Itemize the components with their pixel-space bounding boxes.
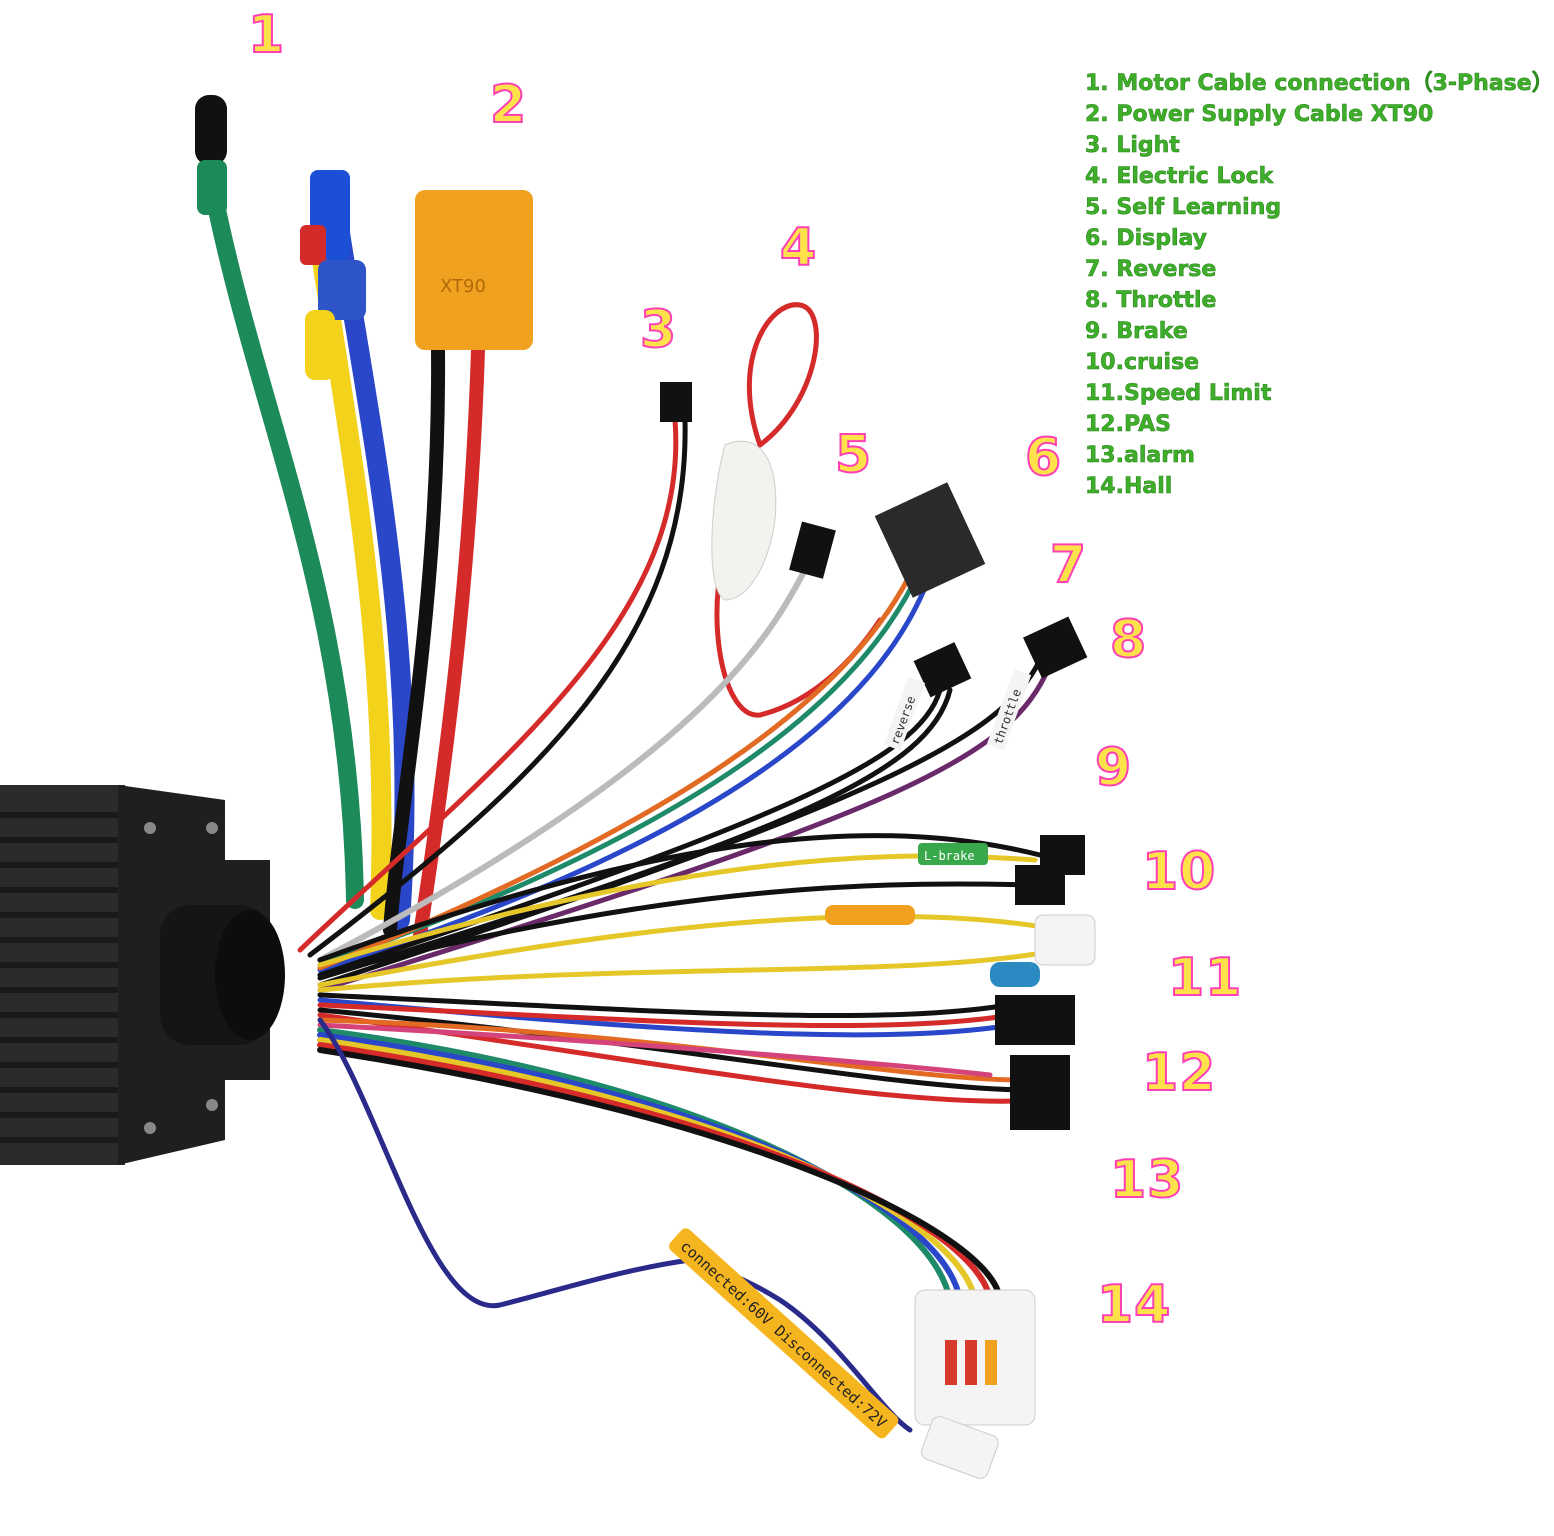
xt90-connector — [415, 190, 533, 350]
reverse-tag-label: reverse — [888, 694, 918, 746]
legend-item: 3. Light — [1085, 133, 1180, 159]
display-connector — [874, 482, 986, 598]
callout-12: 12 — [1141, 1042, 1217, 1104]
legend-item: 14.Hall — [1085, 474, 1173, 500]
pas-connector — [995, 995, 1075, 1045]
reverse-connector — [913, 642, 972, 698]
speed-limit-connector — [1034, 914, 1096, 966]
legend-item: 1. Motor Cable connection（3-Phase） — [1085, 71, 1554, 97]
legend-item: 6. Display — [1085, 226, 1208, 252]
voltage-tag-label: connected:60V Disconnected:72V — [677, 1237, 890, 1432]
connectors: XT90 — [195, 95, 1096, 1479]
callout-5: 5 — [834, 424, 873, 486]
legend: 1. Motor Cable connection（3-Phase） 2. Po… — [1085, 68, 1554, 502]
alarm-connector — [1010, 1055, 1070, 1130]
legend-item: 5. Self Learning — [1085, 195, 1282, 221]
light-connector — [660, 382, 692, 422]
legend-item: 2. Power Supply Cable XT90 — [1085, 102, 1434, 128]
callout-1: 1 — [247, 4, 286, 66]
callout-8: 8 — [1109, 609, 1148, 671]
legend-item: 11.Speed Limit — [1085, 381, 1272, 407]
cruise-connector — [1015, 865, 1065, 905]
callout-13: 13 — [1109, 1149, 1185, 1211]
controller-box — [0, 785, 285, 1165]
callout-4: 4 — [779, 217, 818, 279]
electric-lock-sleeve — [711, 440, 777, 601]
xt90-label: XT90 — [440, 276, 486, 297]
callout-3: 3 — [639, 299, 678, 361]
legend-item: 9. Brake — [1085, 319, 1188, 345]
legend-item: 4. Electric Lock — [1085, 164, 1274, 190]
brake-tag — [918, 843, 988, 865]
brake-tag-label: L-brake — [924, 849, 975, 863]
throttle-connector — [1023, 616, 1088, 679]
callout-2: 2 — [489, 74, 528, 136]
callout-9: 9 — [1094, 737, 1133, 799]
legend-item: 7. Reverse — [1085, 257, 1217, 283]
legend-item: 13.alarm — [1085, 443, 1196, 469]
voltage-tag — [669, 1228, 899, 1439]
legend-item: 10.cruise — [1085, 350, 1200, 376]
wire-bundle — [206, 191, 1063, 1433]
callout-14: 14 — [1096, 1274, 1172, 1336]
callout-6: 6 — [1024, 427, 1063, 489]
legend-item: 8. Throttle — [1085, 288, 1217, 314]
self-learning-connector — [789, 521, 836, 579]
callout-7: 7 — [1049, 534, 1088, 596]
callout-11: 11 — [1167, 947, 1243, 1009]
legend-item: 12.PAS — [1085, 412, 1172, 438]
motor-phase-plug-1 — [195, 95, 227, 165]
callout-10: 10 — [1141, 841, 1217, 903]
